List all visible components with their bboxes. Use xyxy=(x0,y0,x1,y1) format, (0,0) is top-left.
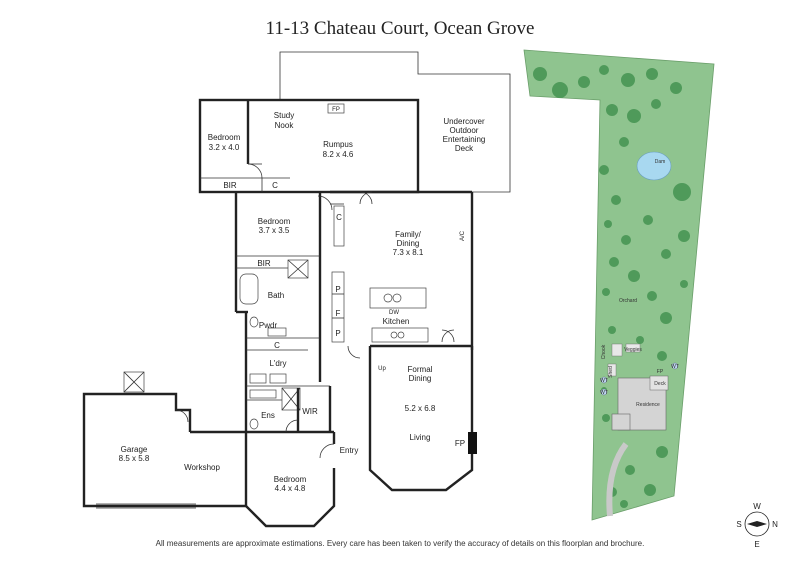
label-bedroom3: Bedroom xyxy=(274,475,307,484)
wt-tank-1 xyxy=(671,362,679,370)
label-family-size: 7.3 x 8.1 xyxy=(393,248,424,257)
label-dam: Dam xyxy=(655,159,666,165)
label-up: Up xyxy=(378,366,386,372)
label-site-fp: FP xyxy=(657,369,664,375)
upper-outline xyxy=(279,51,511,193)
compass-e: E xyxy=(754,540,759,549)
label-c2: C xyxy=(336,213,342,222)
west-wing-walls xyxy=(234,192,330,432)
label-ac: A/C xyxy=(460,230,466,241)
label-garage-size: 8.5 x 5.8 xyxy=(119,454,150,463)
compass-w: W xyxy=(753,502,761,511)
label-c1: C xyxy=(272,181,278,190)
rumpus-block-walls xyxy=(198,98,420,194)
label-bir1: BIR xyxy=(223,181,237,190)
label-bedroom2-size: 3.7 x 3.5 xyxy=(259,226,290,235)
residence-wing xyxy=(611,413,631,431)
label-bir2: BIR xyxy=(257,259,271,268)
label-rumpus: Rumpus xyxy=(323,140,353,149)
door-swings xyxy=(175,163,455,459)
label-veggies: Veggies xyxy=(624,347,642,353)
label-bedroom2: Bedroom xyxy=(258,217,291,226)
label-fridge: F xyxy=(336,309,341,318)
label-fp-top: FP xyxy=(332,107,340,113)
compass-s: S xyxy=(736,520,741,529)
label-outdoor-1: Undercover xyxy=(443,117,485,126)
label-ldry: L'dry xyxy=(269,359,286,368)
veggies-bed xyxy=(625,343,641,353)
driveway xyxy=(606,442,629,517)
label-residence: Residence xyxy=(636,402,660,408)
label-orchard: Orchard xyxy=(619,298,637,304)
label-study: Study xyxy=(274,111,294,120)
label-entry: Entry xyxy=(340,446,359,455)
label-outdoor-3: Entertaining xyxy=(443,135,486,144)
label-living-size: 5.2 x 6.8 xyxy=(405,404,436,413)
label-fp-living: FP xyxy=(455,439,465,448)
label-pantry2: P xyxy=(335,329,340,338)
label-deck: Deck xyxy=(654,381,666,387)
shed xyxy=(607,363,617,377)
disclaimer: All measurements are approximate estimat… xyxy=(155,539,645,548)
compass: W N S E xyxy=(736,502,778,549)
label-living: Living xyxy=(410,433,431,442)
label-pantry1: P xyxy=(335,285,340,294)
label-wir: WIR xyxy=(302,407,318,416)
label-outdoor-4: Deck xyxy=(455,144,474,153)
deck xyxy=(649,375,669,391)
label-pwdr: Pwdr xyxy=(259,321,278,330)
label-garage: Garage xyxy=(121,445,148,454)
label-c3: C xyxy=(274,341,280,350)
site-plan: Dam Orchard Residence Deck FP Chook Vegg… xyxy=(523,49,715,521)
label-family-dining: Dining xyxy=(397,239,420,248)
label-workshop: Workshop xyxy=(184,463,220,472)
wt-tank-3 xyxy=(600,388,608,396)
label-formal: Formal xyxy=(408,365,433,374)
garage-walls xyxy=(82,371,246,509)
dam xyxy=(636,151,672,181)
label-outdoor-2: Outdoor xyxy=(450,126,479,135)
chook-shed xyxy=(611,343,623,357)
label-kitchen: Kitchen xyxy=(383,317,410,326)
label-bedroom1-size: 3.2 x 4.0 xyxy=(209,143,240,152)
label-formal-dining: Dining xyxy=(409,374,432,383)
label-chook: Chook xyxy=(601,344,607,359)
label-bath: Bath xyxy=(268,291,284,300)
compass-needle-icon xyxy=(747,521,767,527)
room-labels: Study Nook FP Rumpus 8.2 x 4.6 Bedroom 3… xyxy=(119,107,486,493)
label-wt-2: WT xyxy=(600,378,608,384)
label-wt-1: WT xyxy=(671,364,679,370)
label-wt-3: WT xyxy=(600,390,608,396)
page-title: 11-13 Chateau Court, Ocean Grove xyxy=(265,18,535,39)
label-bedroom1: Bedroom xyxy=(208,133,241,142)
label-rumpus-size: 8.2 x 4.6 xyxy=(323,150,354,159)
wt-tank-2 xyxy=(600,376,608,384)
bedroom3-walls xyxy=(244,430,336,528)
ensuite-walls xyxy=(246,386,332,434)
label-shed: Shed xyxy=(608,366,614,378)
label-bedroom3-size: 4.4 x 4.8 xyxy=(275,484,306,493)
label-dw: DW xyxy=(389,310,399,316)
living-walls xyxy=(368,346,477,492)
kitchen-walls xyxy=(330,190,474,420)
label-ens: Ens xyxy=(261,411,275,420)
label-nook: Nook xyxy=(275,121,295,130)
compass-n: N xyxy=(772,520,778,529)
label-family: Family/ xyxy=(395,230,422,239)
